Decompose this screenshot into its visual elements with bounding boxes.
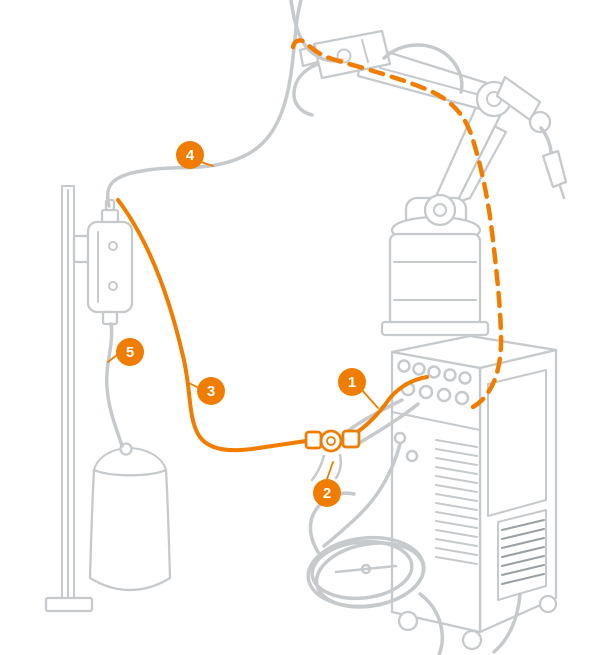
stand-pole	[44, 185, 94, 613]
callout-badge-2: 2	[313, 479, 341, 507]
caster-wheel	[461, 629, 483, 651]
callout-1-number: 1	[347, 373, 357, 391]
callout-badge-5: 5	[116, 338, 144, 366]
torch-wire	[558, 184, 566, 200]
callout-3-number: 3	[206, 382, 216, 400]
robot-cable-loop-2	[292, 62, 320, 117]
hosepack-dashed-route	[290, 38, 504, 413]
side-panel-inset	[487, 369, 547, 517]
wire-feeder	[86, 198, 134, 326]
caster-wheel	[397, 610, 419, 632]
wirefeed-hose-4	[105, 0, 344, 208]
hose-coil	[306, 491, 445, 655]
callout-5-number: 5	[125, 343, 135, 361]
welding-torch	[541, 149, 568, 189]
front-vent-grille	[435, 439, 478, 565]
callout-leaders	[107, 161, 379, 480]
power-source	[390, 334, 558, 651]
hosepack-1	[348, 375, 429, 439]
hosepack-orange	[116, 38, 504, 453]
hosepack-3	[116, 198, 308, 453]
robot-arm	[292, 29, 568, 337]
robot-mounted-feeder	[312, 29, 392, 80]
caster-wheel	[538, 594, 558, 614]
wire-drum	[88, 442, 172, 592]
coil-fitting	[334, 564, 398, 574]
robot-cable-loop	[382, 43, 464, 94]
callout-badge-4: 4	[176, 141, 204, 169]
stand-base	[44, 596, 94, 613]
power-source-side	[478, 348, 558, 634]
hosepack-connector	[304, 429, 361, 482]
power-source-front	[390, 350, 482, 634]
callout-badge-3: 3	[197, 377, 225, 405]
callout-badge-1: 1	[338, 368, 366, 396]
callout-4-number: 4	[185, 146, 195, 164]
wire-guide-5	[104, 322, 124, 448]
callout-2-number: 2	[322, 484, 332, 502]
robot-pedestal	[388, 232, 482, 328]
side-vent-grille	[501, 519, 545, 585]
